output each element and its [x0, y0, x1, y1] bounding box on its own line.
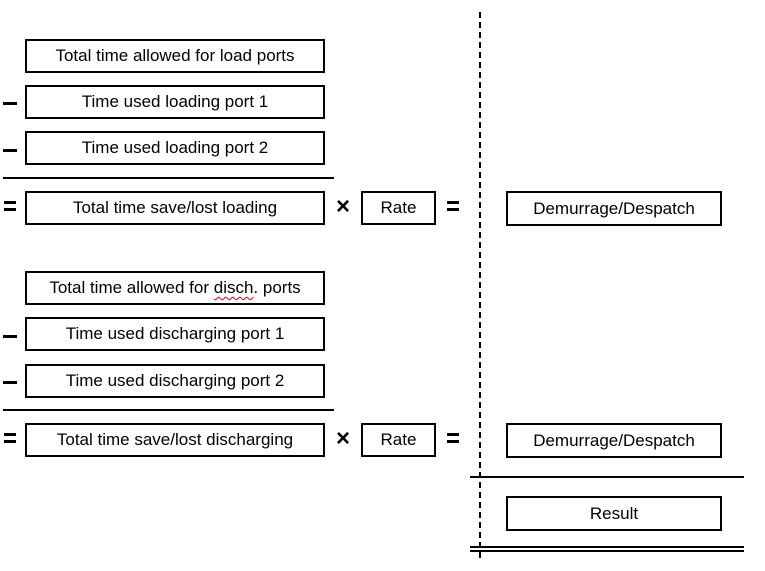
multiply-sign-disch: × [336, 425, 351, 452]
load-total-label: Total time save/lost loading [72, 198, 278, 217]
disch-allowed-label: Total time allowed for disch. ports [49, 278, 301, 297]
result-label: Result [589, 503, 639, 523]
minus-sign-load-port1 [3, 102, 17, 105]
result-sum-line [470, 476, 744, 478]
load-rate-label: Rate [380, 198, 417, 217]
load-total-box: Total time save/lost loading [25, 191, 325, 225]
disch-total-box: Total time save/lost discharging [25, 423, 325, 457]
disch-port1-box: Time used discharging port 1 [25, 317, 325, 351]
minus-sign-disch-port2 [3, 381, 17, 384]
load-port2-label: Time used loading port 2 [81, 138, 269, 157]
disch-total-label: Total time save/lost discharging [56, 430, 294, 449]
disch-port1-label: Time used discharging port 1 [65, 324, 285, 343]
load-rate-box: Rate [361, 191, 436, 225]
minus-sign-disch-port1 [3, 335, 17, 338]
disch-rate-box: Rate [361, 423, 436, 457]
disch-port2-label: Time used discharging port 2 [65, 371, 285, 390]
load-allowed-box: Total time allowed for load ports [25, 39, 325, 73]
disch-demurrage-label: Demurrage/Despatch [533, 430, 695, 450]
disch-sum-line [3, 409, 334, 411]
load-sum-line [3, 177, 334, 179]
multiply-sign-load: × [336, 193, 351, 220]
minus-sign-load-port2 [3, 149, 17, 152]
disch-rate-label: Rate [380, 430, 417, 449]
result-double-line-bottom [470, 550, 744, 552]
load-port2-box: Time used loading port 2 [25, 131, 325, 165]
disch-demurrage-box: Demurrage/Despatch [506, 423, 722, 458]
result-box: Result [506, 496, 722, 531]
disch-port2-box: Time used discharging port 2 [25, 364, 325, 398]
load-allowed-label: Total time allowed for load ports [55, 46, 295, 65]
result-double-line-top [470, 546, 744, 548]
dashed-divider [479, 12, 481, 558]
load-port1-label: Time used loading port 1 [81, 92, 269, 111]
load-demurrage-label: Demurrage/Despatch [533, 198, 695, 218]
disch-allowed-box: Total time allowed for disch. ports [25, 271, 325, 305]
load-port1-box: Time used loading port 1 [25, 85, 325, 119]
load-demurrage-box: Demurrage/Despatch [506, 191, 722, 226]
